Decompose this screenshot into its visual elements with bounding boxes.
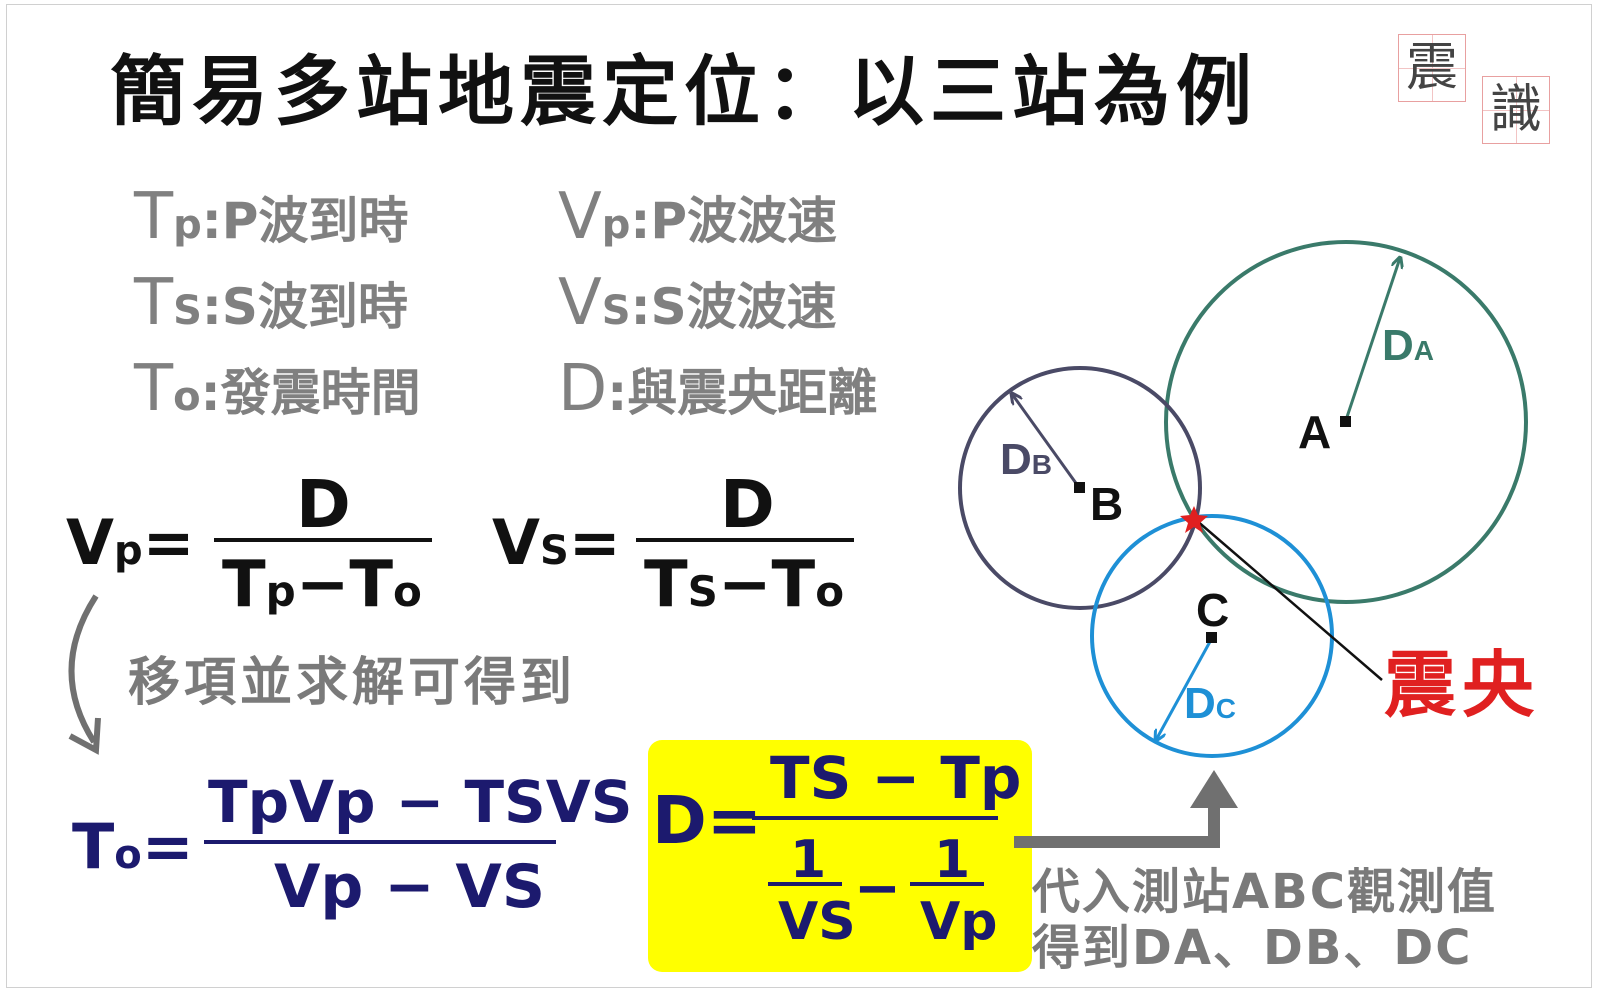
- station-c-label: C: [1196, 584, 1229, 636]
- eq-d-one-b: 1: [934, 830, 971, 890]
- elbow-arrow-head: [1190, 770, 1238, 808]
- def-d: D:與震央距離: [558, 357, 877, 421]
- eq-d-vs: VS: [778, 892, 856, 952]
- eq-vp-denominator: Tp−To: [222, 548, 422, 622]
- eq-vp-equals: =: [142, 506, 195, 579]
- radius-label-a-sub: A: [1414, 335, 1434, 366]
- eq-to-denominator: Vp − VS: [274, 852, 546, 922]
- eq-to-numerator: TpVp − TSVS: [208, 768, 633, 836]
- radius-label-a-sym: D: [1382, 321, 1414, 370]
- def-vs-symbol: V: [558, 266, 602, 340]
- epicenter-star-icon: [1180, 506, 1208, 533]
- def-vs: VS:S波波速: [558, 271, 837, 336]
- note-substitute-line2: 得到DA、DB、DC: [1032, 920, 1473, 976]
- eq-to-equals: =: [141, 810, 194, 883]
- eq-vp-den-a-sub: p: [265, 567, 296, 616]
- def-to-sub: o: [173, 374, 201, 420]
- eq-vs-minus: −: [717, 548, 772, 622]
- station-a-marker: [1340, 416, 1351, 427]
- radius-arrow-c: [1156, 637, 1214, 740]
- def-tp-sub: p: [173, 202, 202, 248]
- eq-vs-den-b: T: [771, 548, 816, 622]
- eq-d-numerator: TS − Tp: [770, 744, 1022, 812]
- def-vs-desc: :S波波速: [630, 278, 837, 336]
- radius-label-c: DC: [1184, 679, 1236, 728]
- def-to-symbol: T: [134, 352, 174, 426]
- eq-to-lhs-sym: T: [72, 810, 115, 883]
- eq-d-vp: Vp: [920, 892, 998, 952]
- eq-d-lhs: D=: [652, 782, 762, 859]
- d-formula-highlight: [648, 740, 1032, 972]
- def-vp-symbol: V: [558, 180, 602, 254]
- eq-d-equals: =: [706, 782, 763, 859]
- radius-label-c-sym: D: [1184, 679, 1216, 728]
- curved-arrow-head: [68, 717, 101, 755]
- radius-arrow-a: [1344, 258, 1400, 421]
- eq-d-lhs-sym: D: [652, 782, 707, 859]
- note-transpose: 移項並求解可得到: [128, 653, 577, 713]
- eq-vs-den-a: T: [644, 548, 688, 622]
- epicenter-leader-line: [1195, 519, 1383, 681]
- eq-vp-lhs: Vp=: [66, 506, 195, 579]
- def-d-desc: :與震央距離: [607, 364, 878, 422]
- eq-vs-equals: =: [568, 506, 621, 579]
- epicenter-label: 震央: [1384, 643, 1540, 727]
- station-a-label: A: [1298, 406, 1331, 458]
- def-d-symbol: D: [558, 352, 608, 426]
- eq-vp-lhs-sym: V: [66, 506, 114, 579]
- eq-vs-numerator: D: [720, 466, 775, 543]
- eq-vs-lhs-sym: V: [492, 506, 540, 579]
- radius-arrow-b: [1012, 394, 1080, 487]
- eq-vp-lhs-sub: p: [113, 528, 143, 574]
- eq-vp-minus: −: [295, 548, 350, 622]
- radius-label-b-sym: D: [1000, 435, 1032, 484]
- eq-d-minus: −: [854, 856, 901, 921]
- def-ts-desc: :S波到時: [201, 278, 408, 336]
- radius-label-b: DB: [1000, 435, 1052, 484]
- radius-label-c-sub: C: [1216, 693, 1236, 724]
- elbow-arrow: [1014, 802, 1220, 848]
- eq-vs-den-b-sub: o: [815, 567, 845, 616]
- eq-d-one-a: 1: [790, 830, 827, 890]
- note-substitute-line1: 代入測站ABC觀測值: [1032, 864, 1497, 920]
- eq-vs-denominator: TS−To: [644, 548, 844, 622]
- def-tp-symbol: T: [134, 180, 174, 254]
- circle-station-a: [1164, 240, 1528, 604]
- def-to-desc: :發震時間: [200, 364, 421, 422]
- eq-vs-lhs: VS=: [492, 506, 621, 579]
- def-vs-sub: S: [601, 288, 631, 334]
- eq-vp-den-b: T: [349, 548, 394, 622]
- radius-label-a: DA: [1382, 321, 1434, 370]
- eq-vp-numerator: D: [296, 466, 351, 543]
- eq-vp-den-a: T: [222, 548, 266, 622]
- station-c-marker: [1206, 632, 1217, 643]
- eq-vp-den-b-sub: o: [393, 567, 422, 616]
- def-ts-symbol: T: [134, 266, 174, 340]
- station-b-label: B: [1090, 478, 1123, 530]
- def-to: To:發震時間: [134, 357, 421, 422]
- def-vp: Vp:P波波速: [558, 185, 838, 250]
- eq-to-lhs-sub: o: [114, 832, 142, 878]
- seal-char-2: 識: [1482, 76, 1550, 144]
- def-vp-sub: p: [601, 202, 631, 248]
- def-tp: Tp:P波到時: [134, 185, 409, 250]
- curved-arrow: [68, 594, 99, 744]
- frame: [6, 4, 1592, 988]
- circle-station-b: [958, 366, 1202, 610]
- station-b-marker: [1074, 482, 1085, 493]
- page-title: 簡易多站地震定位：以三站為例: [110, 47, 1258, 136]
- eq-vs-den-a-sub: S: [687, 567, 718, 616]
- eq-to-lhs: To=: [72, 810, 194, 883]
- def-ts: TS:S波到時: [134, 271, 408, 336]
- def-vp-desc: :P波波速: [630, 192, 838, 250]
- eq-vs-lhs-sub: S: [539, 528, 569, 574]
- seal-char-1: 震: [1398, 34, 1466, 102]
- def-tp-desc: :P波到時: [201, 192, 409, 250]
- radius-label-b-sub: B: [1032, 449, 1052, 480]
- def-ts-sub: S: [173, 288, 202, 334]
